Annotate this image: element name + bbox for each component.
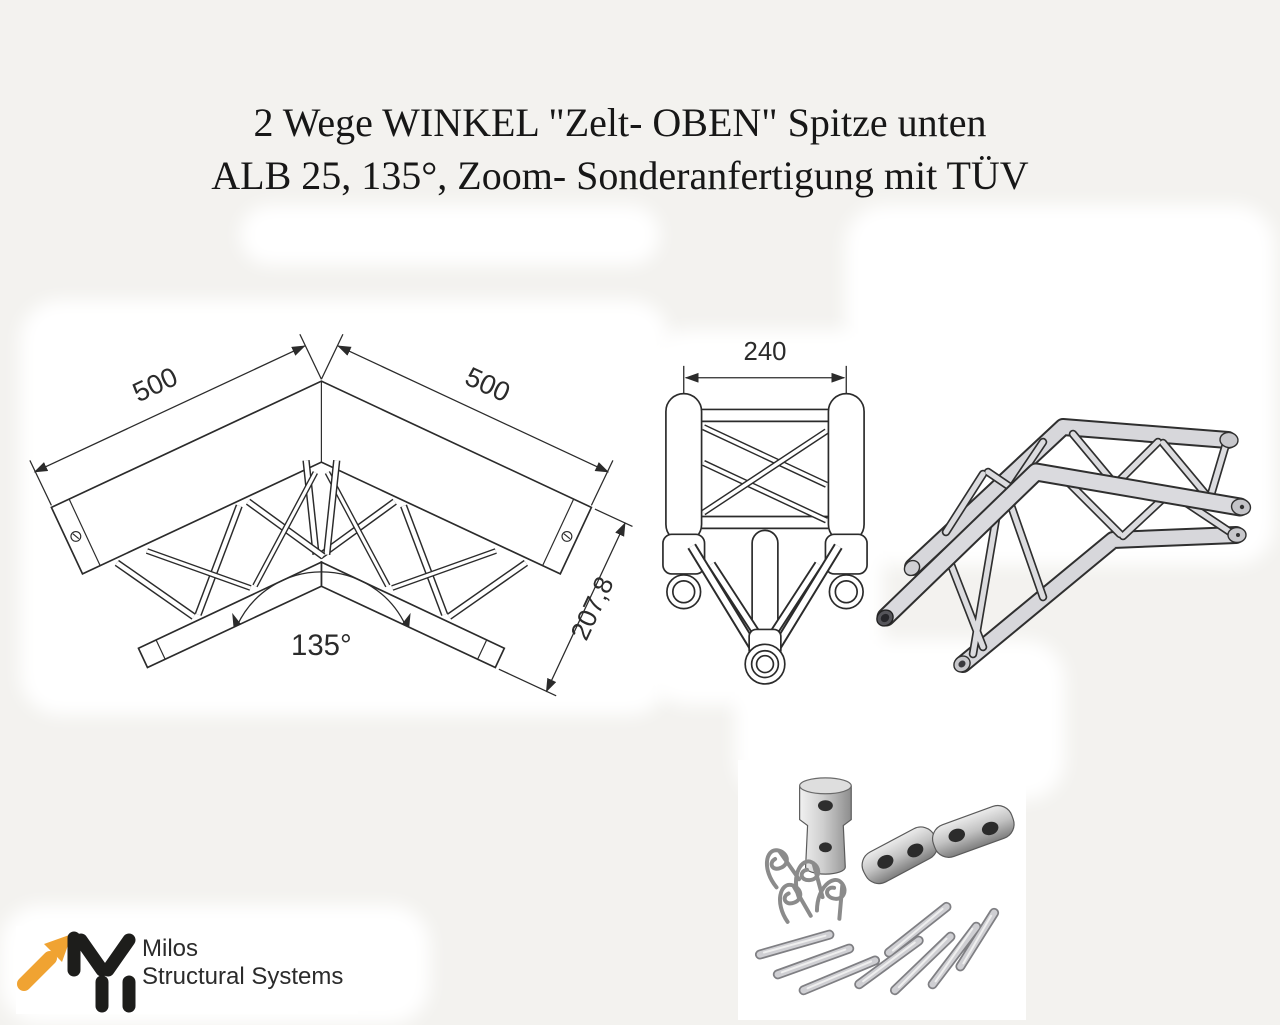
page-title: 2 Wege WINKEL "Zelt- OBEN" Spitze unten … (0, 96, 1240, 202)
title-line-2: ALB 25, 135°, Zoom- Sonderanfertigung mi… (211, 153, 1029, 198)
logo-text-line1: Milos (142, 935, 198, 962)
half-coupler (861, 826, 939, 885)
dim-label-240: 240 (744, 338, 787, 366)
safety-r-clips (765, 848, 847, 924)
tube-end-caps (876, 431, 1252, 673)
spigot-coupler (799, 777, 852, 875)
dim-label-depth: 207,8 (564, 572, 619, 645)
side-elevation-drawing: 500 500 207,8 135° (29, 333, 633, 697)
background-patch (240, 205, 660, 265)
hardware-photo (738, 760, 1026, 1020)
side-face-webs (943, 472, 1235, 659)
brand-logo: Milos Structural Systems (16, 926, 358, 1014)
dim-label-left-500: 500 (128, 361, 183, 408)
end-view-drawing: 240 (662, 338, 868, 685)
top-face-webs (941, 429, 1231, 537)
right-arm-webs (302, 459, 529, 620)
render-3d-view (876, 418, 1252, 673)
logo-arrow-icon (17, 934, 72, 991)
angle-label: 135° (291, 629, 352, 662)
dim-label-right-500: 500 (461, 361, 516, 408)
half-coupler (931, 804, 1015, 858)
title-line-1: 2 Wege WINKEL "Zelt- OBEN" Spitze unten (253, 100, 987, 145)
connector-pins (754, 901, 1000, 996)
logo-text-line2: Structural Systems (142, 963, 343, 990)
logo-m-icon (67, 931, 136, 1013)
left-arm-webs (114, 459, 341, 620)
